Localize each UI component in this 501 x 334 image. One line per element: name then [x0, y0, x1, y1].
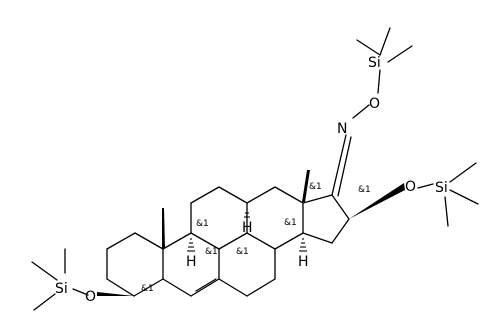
atom-si-top: Si [368, 55, 381, 71]
stereo-label-c16: &1 [358, 185, 371, 195]
stereo-label-c13: &1 [309, 182, 322, 192]
atom-h-c14: H [298, 254, 309, 270]
atom-si-right: Si [435, 180, 448, 196]
atom-si-left: Si [55, 281, 68, 297]
stereo-label-c3: &1 [141, 284, 154, 294]
atom-h-c8: H [242, 220, 253, 236]
stereo-labels: &1 &1 &1 &1 &1 &1 &1 [141, 182, 371, 294]
stereo-bonds [97, 170, 405, 296]
stereo-label-c14: &1 [284, 218, 297, 228]
atom-o-c16: O [405, 179, 416, 195]
atom-h-c9: H [186, 254, 197, 270]
stereo-label-c9: &1 [196, 219, 209, 229]
atom-o-oxime: O [369, 96, 380, 112]
atom-labels: Si O N O Si O Si H H H [55, 55, 448, 305]
stereo-label-c10: &1 [205, 247, 218, 257]
bond-lines [31, 27, 479, 311]
stereo-label-c8: &1 [236, 247, 249, 257]
atom-n-oxime: N [337, 121, 347, 137]
atom-o-c3: O [85, 289, 96, 305]
